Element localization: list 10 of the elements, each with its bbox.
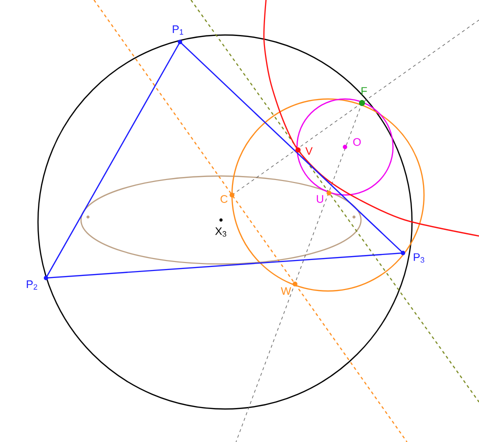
point-label: V [305, 147, 313, 155]
point-label: O [353, 138, 361, 146]
point-label: P$_{2}$ [26, 280, 38, 290]
point-label: U [316, 195, 324, 203]
point-label: P$_{3}$ [414, 253, 424, 263]
point-label: W [280, 287, 292, 295]
point-label: X$_{3}$ [215, 227, 226, 237]
point-label: C [220, 195, 228, 203]
point-label: F [362, 87, 367, 95]
point-label: P$_{1}$ [172, 25, 184, 35]
